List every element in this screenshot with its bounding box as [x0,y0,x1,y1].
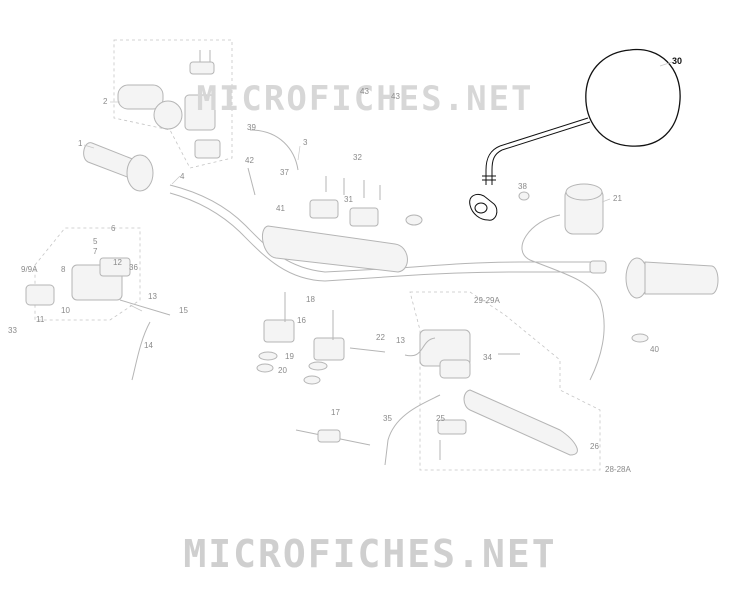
handlebar-end [589,260,607,274]
part-label-p9: 9/9A [21,265,38,274]
part-label-p33: 33 [8,326,17,335]
part-label-p32: 32 [353,153,362,162]
left-switch-assembly [117,50,221,159]
part-labels: 123456789/9A1011121313141516171819202122… [8,56,682,474]
part-label-p10: 10 [61,306,70,315]
part-label-p31: 31 [344,195,353,204]
left-grip [83,142,154,192]
handlebar-lower-edge [169,192,600,282]
group-outline-brake-lever [409,291,601,471]
part-label-p40: 40 [650,345,659,354]
part-label-p1: 1 [78,139,83,148]
group-outline-clutch [34,227,141,321]
handlebar-clamps [256,199,379,385]
group-outline-left-switch [113,39,233,169]
part-label-p2828: 28-28A [605,465,631,474]
watermark-bottom: MICROFICHES.NET [183,532,556,576]
part-label-p8: 8 [61,265,66,274]
part-label-p42: 42 [245,156,254,165]
part-label-p12: 12 [113,258,122,267]
part-label-p2: 2 [103,97,108,106]
part-label-p6: 6 [111,224,116,233]
part-label-p36: 36 [129,263,138,272]
clutch-assembly [25,257,171,381]
part-label-p17: 17 [331,408,340,417]
part-label-p7: 7 [93,247,98,256]
part-label-p13b: 13 [396,336,405,345]
part-label-p43b: 43 [391,92,400,101]
part-label-p16: 16 [297,316,306,325]
part-label-p37: 37 [280,168,289,177]
part-label-p30: 30 [672,56,682,66]
part-label-p5: 5 [93,237,98,246]
clamp-bolts [325,176,381,200]
part-label-p35: 35 [383,414,392,423]
part-label-p20: 20 [278,366,287,375]
crossbar-pad [261,225,408,273]
part-label-p39: 39 [247,123,256,132]
part-label-p15: 15 [179,306,188,315]
cable-and-adjuster [295,394,441,466]
part-label-p21: 21 [613,194,622,203]
part-label-p41: 41 [276,204,285,213]
part-label-p13a: 13 [148,292,157,301]
throttle-housing [521,183,605,381]
part-label-p25: 25 [436,414,445,423]
part-label-p18: 18 [306,295,315,304]
part-label-p2929: 29-29A [474,296,500,305]
part-label-p4: 4 [180,172,185,181]
part-label-p34: 34 [483,353,492,362]
mirror [469,48,681,221]
leader-lines [83,61,673,312]
part-label-p38: 38 [518,182,527,191]
watermark-top: MICROFICHES.NET [196,79,533,119]
right-grip [625,257,719,299]
part-label-p19: 19 [285,352,294,361]
part-label-p14: 14 [144,341,153,350]
part-label-p22: 22 [376,333,385,342]
brake-lever-assembly [349,329,578,460]
part-label-p11: 11 [36,315,45,324]
misc-small-parts [247,129,649,343]
part-label-p43a: 43 [360,87,369,96]
part-label-p3: 3 [303,138,308,147]
handlebar [169,184,600,273]
part-label-p26: 26 [590,442,599,451]
